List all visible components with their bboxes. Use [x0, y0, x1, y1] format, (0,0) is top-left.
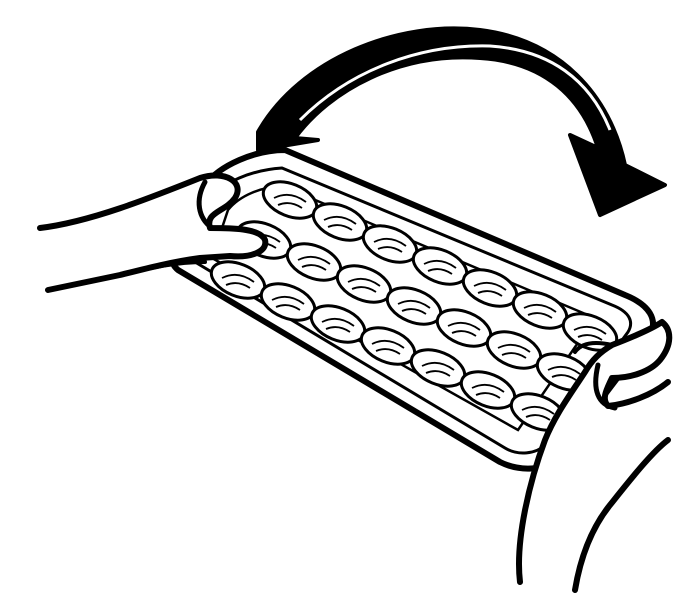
ice-tray-illustration: [0, 0, 675, 602]
illustration-canvas: [0, 0, 675, 602]
